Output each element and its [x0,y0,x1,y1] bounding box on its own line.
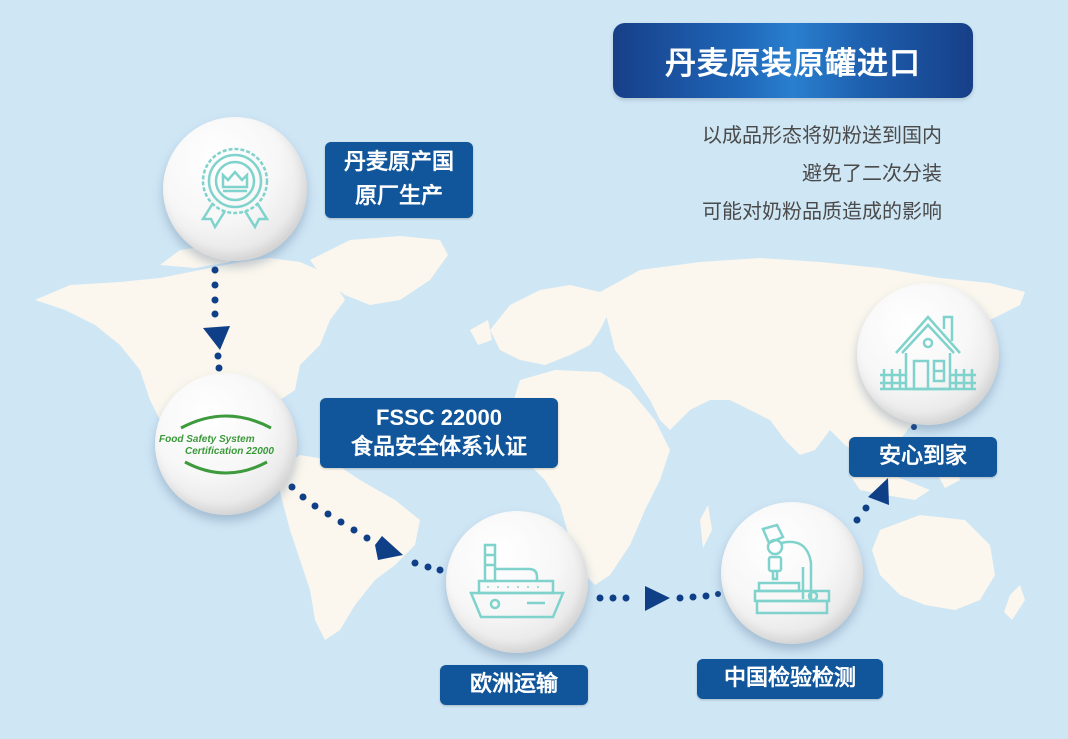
description-text: 以成品形态将奶粉送到国内 避免了二次分装 可能对奶粉品质造成的影响 [702,116,942,230]
fssc-logo-text: Food Safety System Certification 22000 [159,434,274,457]
step-certification-orb: Food Safety System Certification 22000 [155,373,297,515]
step-transport-label: 欧洲运输 [440,665,588,705]
step-origin-orb [163,117,307,261]
step-inspection-orb [721,502,863,644]
step-delivery-label: 安心到家 [849,437,997,477]
label-line: 原厂生产 [354,184,443,209]
label-line: 安心到家 [878,444,967,469]
ship-icon [469,543,565,619]
step-certification-label: FSSC 22000 食品安全体系认证 [320,398,558,468]
label-line: 丹麦原产国 [343,150,454,175]
step-origin-label: 丹麦原产国 原厂生产 [325,142,473,218]
microscope-icon [753,523,831,615]
step-delivery-orb [857,283,999,425]
description-line: 可能对奶粉品质造成的影响 [702,199,942,223]
badge-crown-icon [200,147,270,230]
title-banner: 丹麦原装原罐进口 [613,23,973,98]
label-line: 欧洲运输 [469,672,558,697]
description-line: 避免了二次分装 [802,161,942,185]
label-line: FSSC 22000 [376,405,502,430]
label-line: 食品安全体系认证 [350,435,527,460]
fssc-logo-icon [180,414,272,475]
step-transport-orb [446,511,588,653]
house-icon [880,315,976,391]
description-line: 以成品形态将奶粉送到国内 [702,123,942,147]
step-inspection-label: 中国检验检测 [697,659,883,699]
label-line: 中国检验检测 [723,666,856,691]
